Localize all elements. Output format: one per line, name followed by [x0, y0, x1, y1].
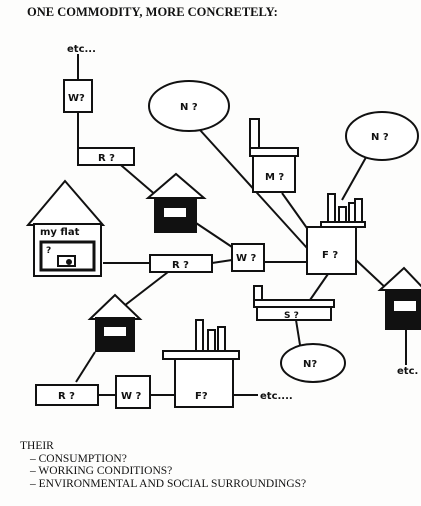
- black-house-middle: [145, 172, 207, 233]
- link-blackhouse-wmid: [195, 222, 233, 248]
- label-f-mid: F ?: [322, 250, 338, 261]
- link-s-nbottom: [295, 319, 301, 346]
- label-n-top: N ?: [180, 102, 198, 113]
- f-bot-factory: [162, 319, 240, 408]
- label-n-right: N ?: [371, 132, 389, 143]
- m-building: [249, 118, 299, 193]
- n-bottom-ellipse: [280, 343, 346, 383]
- caption-heading: THEIR: [20, 440, 54, 452]
- black-house-right: [377, 266, 421, 330]
- caption-item-working-conditions: – WORKING CONDITIONS?: [30, 465, 173, 477]
- label-w-top: W?: [68, 93, 85, 104]
- w-mid-box: [231, 243, 265, 272]
- label-n-bottom: N?: [303, 359, 317, 370]
- caption-item-surroundings: – ENVIRONMENTAL AND SOCIAL SURROUNDINGS?: [30, 477, 307, 490]
- f-mid-factory: [306, 193, 366, 275]
- link-rmid-wmid: [211, 259, 233, 264]
- label-w-mid: W ?: [236, 253, 257, 264]
- my-flat-house: [25, 179, 106, 277]
- r-mid-box: [149, 254, 213, 273]
- r-top-box: [77, 147, 135, 166]
- label-w-bot: W ?: [121, 391, 142, 402]
- label-my-flat: my flat: [40, 227, 80, 238]
- s-platform: [253, 285, 335, 321]
- link-nright-factory: [341, 151, 370, 201]
- label-r-top: R ?: [98, 153, 115, 164]
- diagram-title: ONE COMMODITY, MORE CONCRETELY:: [27, 5, 278, 19]
- label-etc-bot: etc....: [260, 391, 293, 402]
- w-top-box: [63, 79, 93, 113]
- link-bhouse-rbot: [75, 351, 96, 383]
- label-s: S ?: [284, 311, 299, 321]
- link-rtop-blackhouse: [114, 159, 159, 198]
- label-m: M ?: [265, 172, 284, 183]
- label-etc-top: etc...: [67, 44, 96, 55]
- w-bot-box: [115, 375, 151, 409]
- r-bot-box: [35, 384, 99, 406]
- black-house-bottom: [87, 293, 143, 352]
- label-f-bot: F?: [195, 391, 208, 402]
- label-etc-right: etc.: [397, 366, 418, 377]
- label-flat-q: ?: [46, 246, 51, 256]
- n-right-ellipse: [345, 111, 419, 161]
- label-r-mid: R ?: [172, 260, 189, 271]
- link-rmid-bhouse: [119, 271, 169, 310]
- link-fmid-rhouse: [355, 259, 389, 291]
- caption: THEIR – CONSUMPTION? – WORKING CONDITION…: [20, 440, 306, 490]
- link-fmid-s: [309, 273, 329, 301]
- n-top-ellipse: [148, 80, 230, 132]
- caption-item-consumption: – CONSUMPTION?: [30, 452, 127, 465]
- label-r-bot: R ?: [58, 391, 75, 402]
